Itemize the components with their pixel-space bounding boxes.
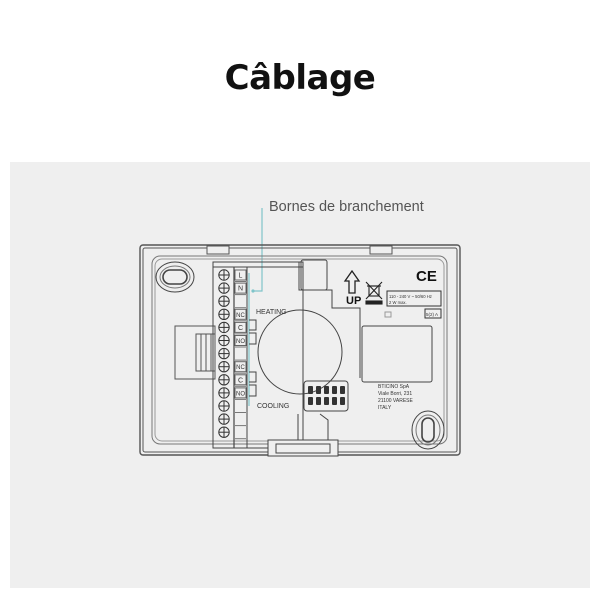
diagram-panel: [10, 162, 590, 588]
manufacturer-street: Viale Borri, 231: [378, 391, 412, 397]
terminal-label: NO: [236, 339, 245, 345]
terminal-block: [212, 261, 304, 449]
terminal-label: NC: [236, 365, 245, 371]
terminal-label: C: [238, 377, 243, 384]
relay-contact-brackets: [249, 319, 257, 397]
terminal-label: N: [238, 286, 243, 293]
terminal-label: L: [239, 273, 243, 280]
ce-mark-icon: CE: [416, 268, 437, 285]
terminal-label: NO: [236, 391, 245, 397]
internal-outline: [257, 259, 433, 457]
side-tab: [174, 325, 216, 380]
manufacturer-name: BTICINO SpA: [378, 384, 410, 390]
relay-rating: 5(2) A: [426, 312, 438, 317]
up-label: UP: [346, 295, 361, 307]
terminal-labels: LN NC C NO NC C NO: [234, 269, 247, 440]
callout-leader-line: [248, 208, 263, 406]
up-arrow-icon: [343, 269, 361, 294]
screw-terminal-icon: [218, 269, 230, 438]
connector-pins: [308, 386, 345, 405]
heating-label: HEATING: [256, 309, 287, 316]
rating-box: [384, 290, 442, 319]
manufacturer-city: 21100 VARESE: [378, 398, 414, 404]
device-housing: [139, 244, 461, 456]
terminal-label: C: [238, 325, 243, 332]
manufacturer-country: ITALY: [378, 405, 392, 411]
mounting-hole-icon: [155, 261, 195, 293]
page-title: Câblage: [224, 58, 376, 98]
mounting-hole-icon: [411, 410, 445, 450]
callout-label: Bornes de branchement: [269, 199, 424, 215]
power-rating: 2 W max.: [389, 300, 407, 305]
voltage-rating: 110 - 240 V ~ 50/60 Hz: [389, 294, 432, 299]
cooling-label: COOLING: [257, 403, 289, 410]
terminal-label: NC: [236, 313, 245, 319]
weee-bin-icon: [365, 281, 383, 305]
